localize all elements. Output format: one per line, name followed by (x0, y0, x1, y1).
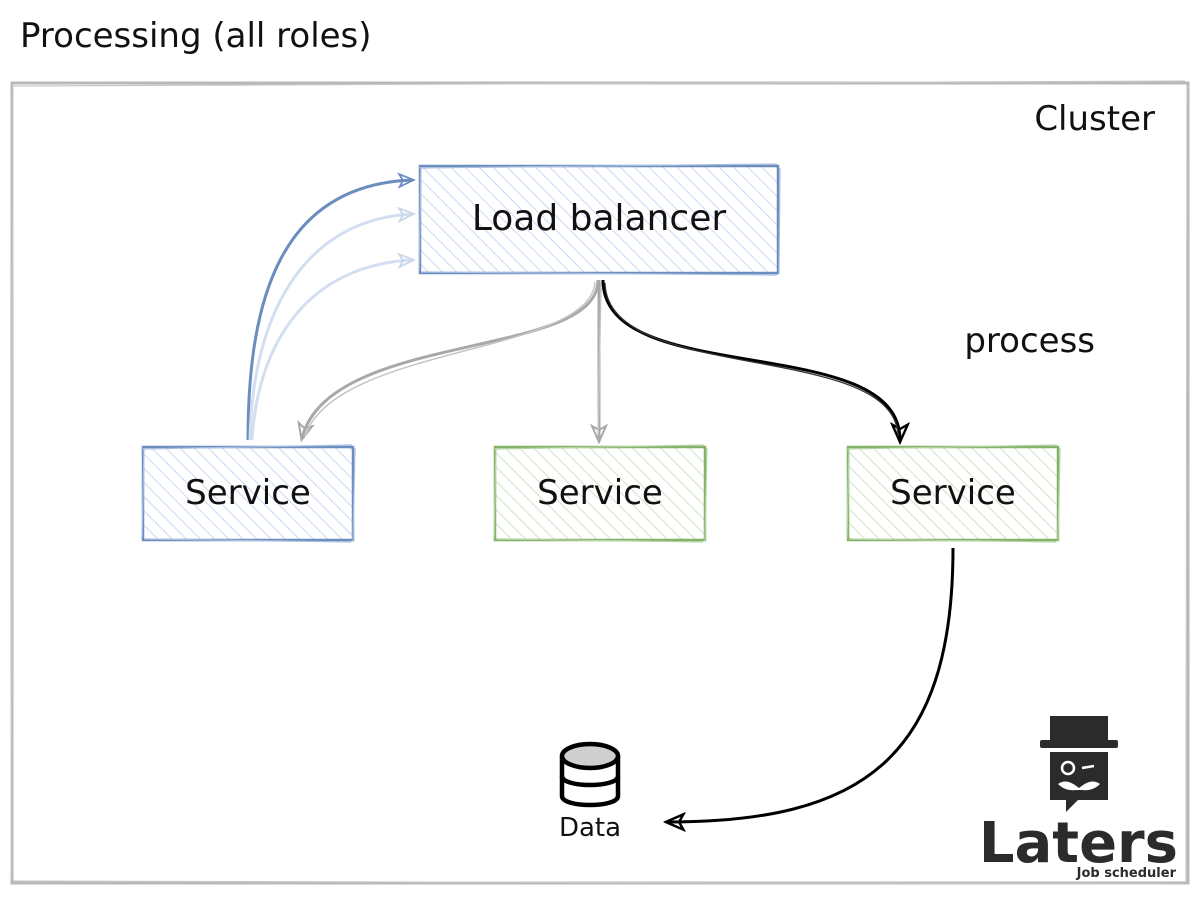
diagram-title: Processing (all roles) (20, 16, 372, 56)
database-icon (559, 741, 621, 808)
edge-lb-to-service1 (302, 279, 600, 438)
edge-lb-to-service2-sketch (597, 281, 602, 437)
process-label: process (964, 321, 1095, 361)
logo-name: Laters (979, 811, 1178, 876)
edge-service1-to-lb (246, 180, 412, 441)
edge-service1-to-lb-faded-1 (248, 214, 412, 441)
edge-lb-to-service3-sketch (604, 282, 899, 437)
edge-service3-to-data (668, 547, 955, 822)
service-node-3[interactable]: Service (845, 444, 1061, 543)
service-label-1: Service (185, 473, 311, 513)
service-node-2[interactable]: Service (492, 444, 708, 543)
laters-mascot-icon (1040, 716, 1118, 812)
cluster-frame (10, 80, 1190, 885)
load-balancer-node[interactable]: Load balancer (417, 163, 781, 276)
edge-service1-to-lb-faded-2 (250, 260, 412, 441)
service-label-2: Service (537, 473, 663, 513)
edge-lb-to-service1-sketch (304, 281, 596, 437)
logo-tagline: Job scheduler (1076, 866, 1177, 881)
edge-lb-to-service3 (601, 279, 900, 440)
data-label: Data (559, 813, 621, 843)
load-balancer-label: Load balancer (472, 198, 727, 239)
cluster-label: Cluster (1034, 99, 1155, 139)
service-node-1[interactable]: Service (140, 444, 356, 543)
service-label-3: Service (890, 473, 1016, 513)
